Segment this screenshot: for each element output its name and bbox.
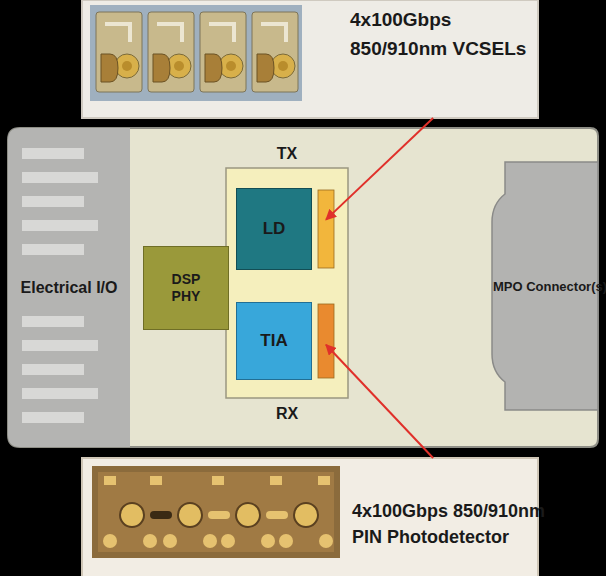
vcsel-chip <box>261 24 286 42</box>
block-label: TIA <box>260 331 287 351</box>
io-label: Electrical I/O <box>21 278 118 297</box>
vcsel-chip <box>96 12 142 92</box>
subassembly-panel <box>226 168 348 398</box>
vcsel-inset-panel <box>82 0 538 118</box>
vcsel-chip <box>278 61 288 71</box>
photodiode-array <box>266 511 288 519</box>
inset-caption: 4x100Gbps 850/910nm VCSELs <box>350 6 540 63</box>
vcsel-chip <box>157 24 182 42</box>
callout-arrow <box>326 345 433 458</box>
callout-arrow <box>326 118 433 220</box>
vcsel-chip <box>96 12 142 92</box>
photodiode-array <box>163 534 177 548</box>
edge-contact <box>22 364 84 375</box>
edge-contact <box>22 244 84 255</box>
optical-subassembly: TXRXLDTIA <box>226 168 348 398</box>
electrical-io-edge: Electrical I/O <box>8 128 130 447</box>
photodiode-array <box>212 476 224 485</box>
vcsel-chip <box>200 12 246 92</box>
optical-chip-strip <box>318 304 334 378</box>
block-label: LD <box>263 219 286 239</box>
vcsel-inset-panel <box>82 0 538 118</box>
vcsel-chip <box>115 54 139 78</box>
photodiode-array <box>150 511 172 519</box>
vcsel-chip <box>167 54 191 78</box>
tx-label: TX <box>226 144 348 163</box>
inset-caption: 4x100Gbps 850/910nm PIN Photodetector <box>352 498 564 550</box>
photodiode-array <box>270 476 282 485</box>
vcsel-chip <box>209 24 234 42</box>
photodiode-array <box>103 534 117 548</box>
photodiode-array <box>150 476 162 485</box>
edge-contact <box>22 220 98 231</box>
edge-contact <box>22 148 84 159</box>
photodiode-array <box>319 534 333 548</box>
mpo-connector: MPO Connector(s) <box>492 194 606 380</box>
photodetector-inset-panel <box>98 472 334 552</box>
edge-contact <box>22 196 84 207</box>
photodiode-array <box>221 534 235 548</box>
block-label: DSP PHY <box>166 271 206 305</box>
vcsel-chip <box>153 54 170 82</box>
photodiode-array <box>261 534 275 548</box>
tia-block: TIA <box>236 302 312 380</box>
laser-driver-block: LD <box>236 188 312 270</box>
photodiode-array <box>103 476 333 548</box>
photodiode-array <box>279 534 293 548</box>
photodiode-array <box>294 503 318 527</box>
vcsel-chip <box>105 24 130 42</box>
vcsel-chip <box>205 54 222 82</box>
vcsel-chip <box>226 61 236 71</box>
edge-contact <box>22 340 98 351</box>
vcsel-chip <box>200 12 246 92</box>
vcsel-chip <box>101 54 118 82</box>
vcsel-chip <box>252 12 298 92</box>
edge-contact <box>22 172 98 183</box>
optical-chip-strip <box>318 190 334 268</box>
photodiode-array <box>208 511 230 519</box>
photodetector-inset-panel <box>92 466 340 558</box>
vcsel-chip <box>148 12 194 92</box>
rx-label: RX <box>226 404 348 423</box>
photodiode-array <box>318 476 330 485</box>
edge-contact <box>22 388 98 399</box>
photodetector-inset: 4x100Gbps 850/910nm PIN Photodetector <box>82 458 538 576</box>
vcsel-chip <box>257 54 274 82</box>
vcsel-chip <box>122 61 132 71</box>
photodiode-array <box>178 503 202 527</box>
vcsel-chip <box>148 12 194 92</box>
photodiode-array <box>104 476 116 485</box>
photodiode-array <box>236 503 260 527</box>
edge-contact <box>22 412 84 423</box>
module-body <box>8 128 130 447</box>
vcsel-chip <box>271 54 295 78</box>
photodiode-array <box>120 503 144 527</box>
vcsel-chip <box>219 54 243 78</box>
connector-label: MPO Connector(s) <box>493 279 606 295</box>
photodiode-array <box>203 534 217 548</box>
vcsel-chip <box>174 61 184 71</box>
dsp-phy-block: DSP PHY <box>143 246 229 330</box>
edge-contact <box>22 316 84 327</box>
photodiode-array <box>143 534 157 548</box>
vcsel-inset: 4x100Gbps 850/910nm VCSELs <box>82 0 538 118</box>
vcsel-chip <box>252 12 298 92</box>
vcsel-inset-panel <box>90 5 302 101</box>
